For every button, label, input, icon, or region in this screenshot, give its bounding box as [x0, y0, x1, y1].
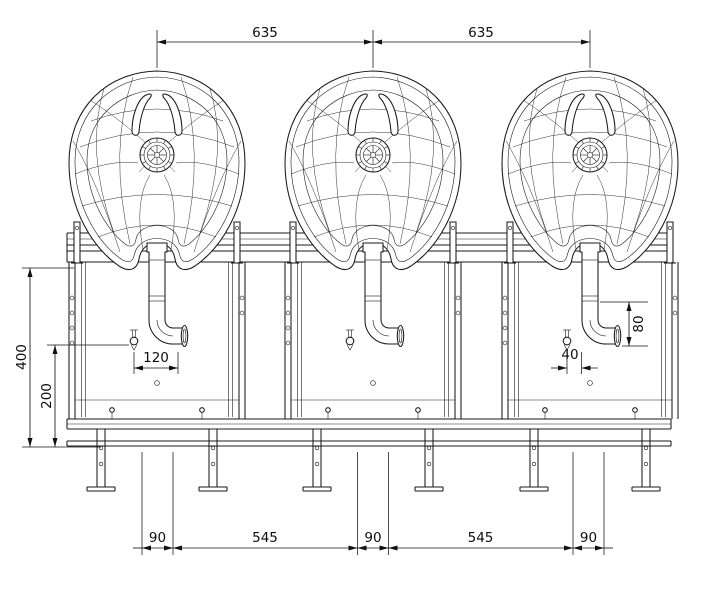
dimension-bottom-chain: 90 545 90 545 90 [133, 452, 613, 555]
dim-label-height-inner: 200 [39, 383, 55, 409]
dim-label-basin1-offset: 120 [143, 350, 169, 366]
base-rails [66, 418, 672, 447]
dimension-top-spacing: 635 635 [156, 25, 591, 68]
dim-label-basin3-drop: 80 [631, 315, 647, 332]
dimension-basin3-offset: 40 [551, 347, 598, 374]
dim-label-bottom-5: 90 [580, 530, 597, 546]
dimension-left-heights: 400 200 [14, 267, 129, 448]
dimension-basin3-drop: 80 [600, 301, 648, 347]
dim-label-bottom-2: 545 [252, 530, 278, 546]
dimension-basin1-offset: 120 [133, 350, 179, 374]
dim-label-bottom-4: 545 [468, 530, 494, 546]
dim-label-bottom-3: 90 [364, 530, 381, 546]
dim-label-bottom-1: 90 [149, 530, 166, 546]
dim-label-spacing-1: 635 [252, 25, 278, 41]
dim-label-spacing-2: 635 [468, 25, 494, 41]
dimensions: 635 635 400 200 120 40 [14, 25, 648, 555]
rail-bolts [109, 407, 638, 419]
dim-label-height-outer: 400 [14, 344, 30, 370]
dim-label-basin3-offset: 40 [561, 347, 578, 363]
